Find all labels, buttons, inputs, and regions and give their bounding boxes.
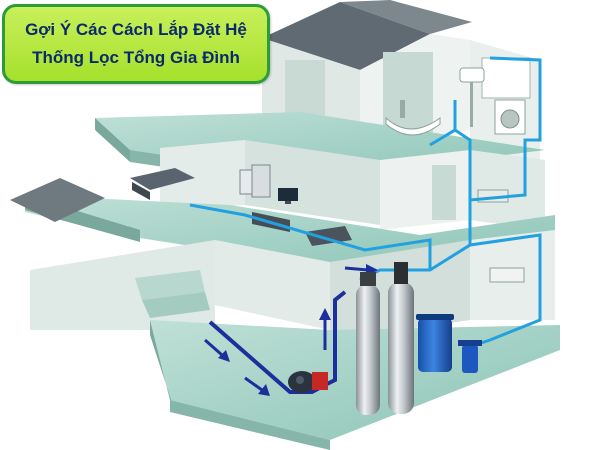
filter-tank-2: [388, 262, 414, 414]
basement-slab: [150, 320, 560, 450]
washing-machine: [494, 99, 526, 135]
cartridge-filter: [458, 340, 482, 373]
salt-tank: [416, 314, 454, 372]
entry-steps: [135, 270, 210, 318]
upper-floor: [262, 34, 540, 170]
annex-roof: [10, 178, 105, 222]
utility-fixture: [489, 267, 525, 283]
refrigerator: [239, 164, 271, 198]
filter-tank-1: [356, 272, 380, 415]
shower-heater: [459, 67, 485, 127]
title-line-1: Gợi Ý Các Cách Lắp Đặt Hệ: [25, 20, 247, 39]
bathtub: [385, 100, 441, 136]
bed: [130, 168, 195, 200]
television: [278, 188, 298, 204]
title-line-2: Thống Lọc Tổng Gia Đình: [32, 48, 240, 67]
flow-arrows: [204, 264, 378, 396]
water-pump: [288, 371, 328, 393]
title-banner: Gợi Ý Các Cách Lắp Đặt Hệ Thống Lọc Tổng…: [2, 4, 270, 84]
water-pipes: [189, 56, 542, 347]
